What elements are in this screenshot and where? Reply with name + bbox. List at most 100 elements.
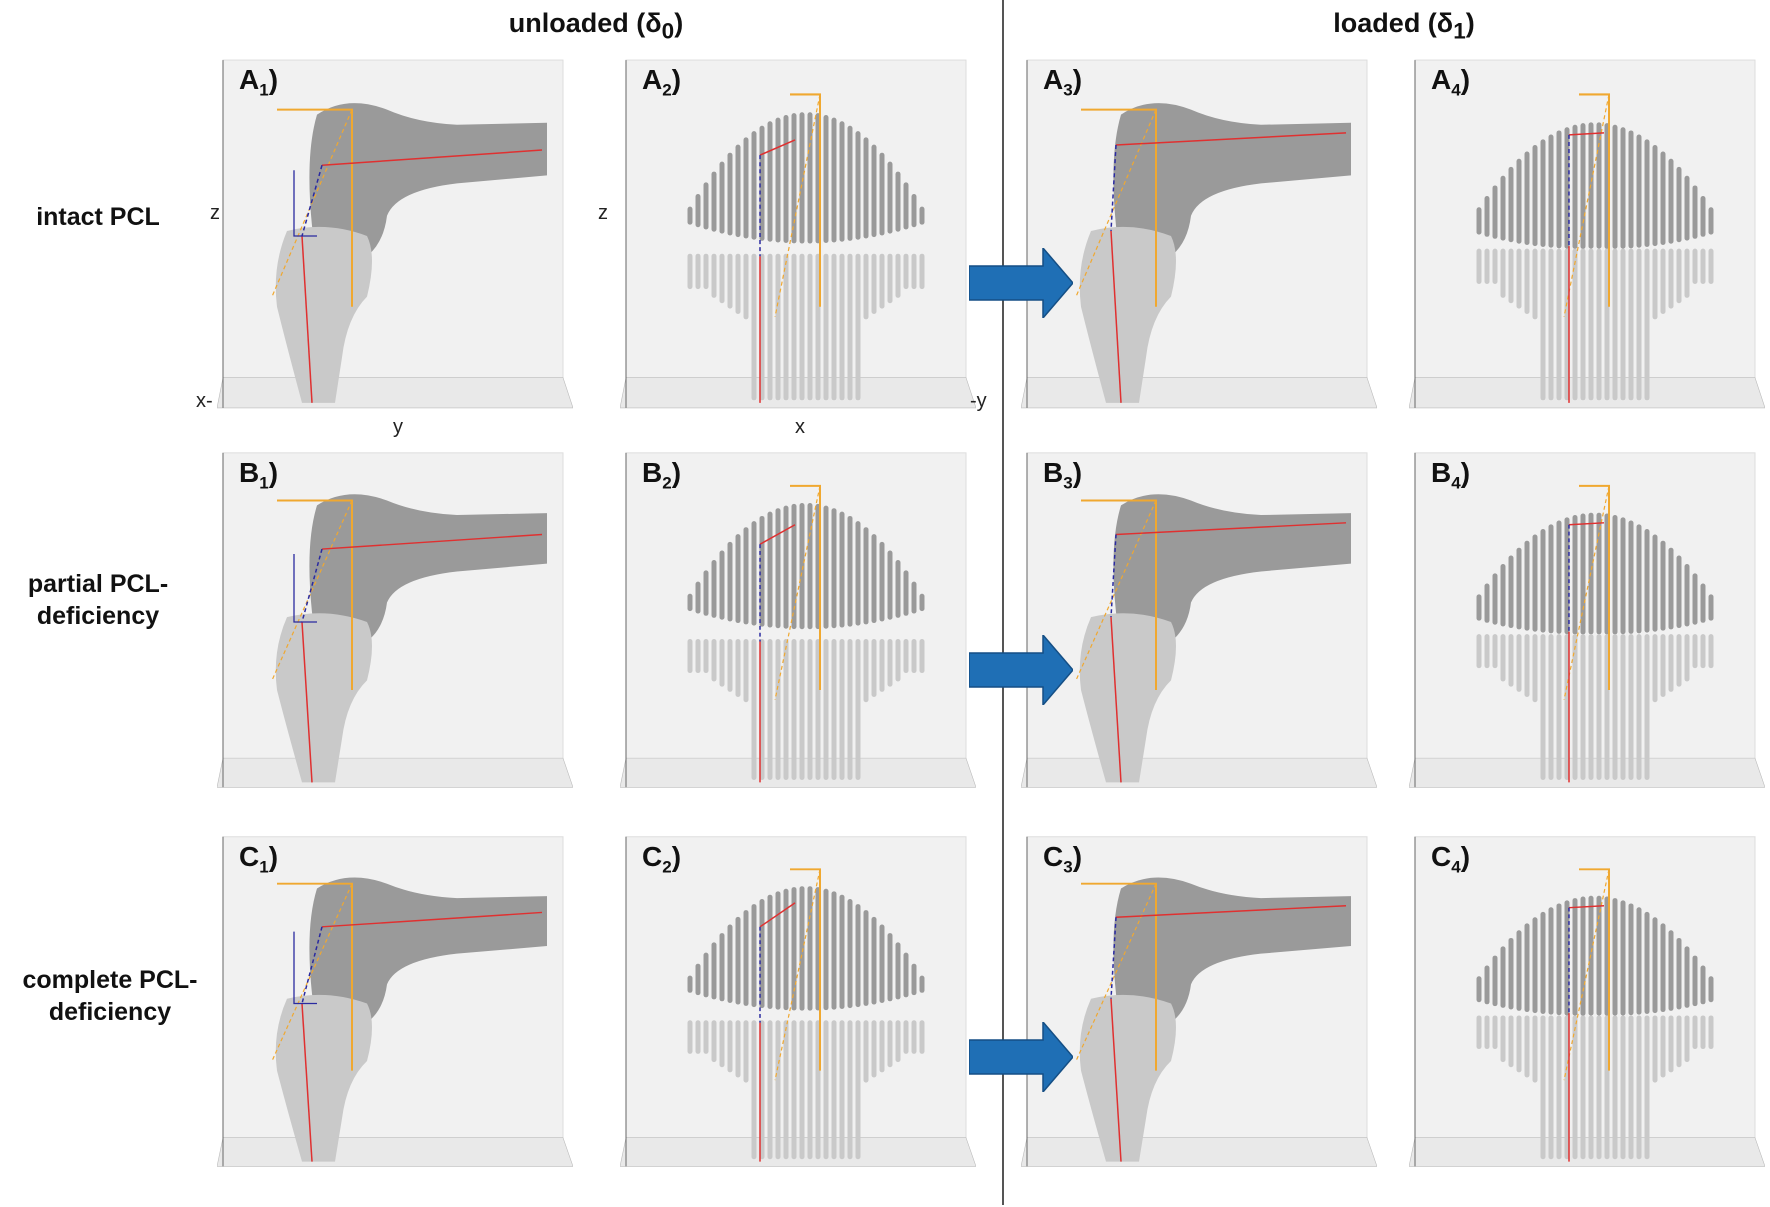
panel-c4: C4) xyxy=(1409,831,1765,1176)
axis-label-minus-y: -y xyxy=(970,390,987,412)
knee-model-plot xyxy=(620,836,976,1167)
panel-index: 3 xyxy=(1063,857,1073,877)
panel-letter: A xyxy=(642,64,663,95)
axis-label-z-side: z xyxy=(210,202,220,224)
panel-label: C4) xyxy=(1431,841,1471,877)
plot-background xyxy=(1026,452,1368,784)
panel-letter: C xyxy=(1043,841,1064,872)
arrow-icon xyxy=(969,635,1073,705)
tibia-axis-line xyxy=(1110,998,1122,1162)
plot-background xyxy=(222,59,564,405)
tibia-shape xyxy=(275,226,372,403)
axis-label-y: y xyxy=(393,416,403,438)
panel-label: C3) xyxy=(1043,841,1083,877)
reference-axis xyxy=(293,170,317,237)
panel-label: A2) xyxy=(642,64,682,100)
panel-index: 4 xyxy=(1451,857,1461,877)
orange-marker-line xyxy=(1579,484,1610,691)
panel-b2: B2) xyxy=(620,447,976,797)
panel-index: 2 xyxy=(662,473,672,493)
panel-label: B4) xyxy=(1431,457,1471,493)
femur-axis-line xyxy=(1115,522,1347,536)
knee-model-plot xyxy=(1409,452,1765,788)
plot-floor xyxy=(217,757,573,788)
knee-model-plot xyxy=(620,59,976,409)
reference-axis xyxy=(293,553,317,623)
panel-index: 2 xyxy=(662,857,672,877)
panel-label: A4) xyxy=(1431,64,1471,100)
plot-floor xyxy=(620,377,976,409)
knee-model-plot xyxy=(1409,59,1765,409)
panel-index: 2 xyxy=(662,80,672,100)
orange-dashed-line xyxy=(1563,485,1610,700)
femur-shape xyxy=(309,103,547,267)
plot-floor xyxy=(1021,377,1377,409)
panel-index: 4 xyxy=(1451,80,1461,100)
orange-dashed-line xyxy=(774,485,821,700)
ligament-line xyxy=(1110,144,1117,231)
femur-shape xyxy=(309,494,547,652)
knee-model-plot xyxy=(1021,452,1377,788)
femur-axis-line xyxy=(321,911,543,928)
row-label-partial: partial PCL-deficiency xyxy=(27,570,169,630)
panel-letter: A xyxy=(239,64,260,95)
plot-floor xyxy=(217,1137,573,1167)
knee-model-plot xyxy=(1021,836,1377,1167)
femur-axis-line xyxy=(1568,905,1605,909)
plot-floor xyxy=(1409,757,1765,788)
panel-label: C2) xyxy=(642,841,682,877)
femur-axis-line xyxy=(321,533,543,550)
femur-axis-line xyxy=(1115,132,1347,146)
panel-a1: A1) xyxy=(217,54,573,418)
knee-model-plot xyxy=(1409,836,1765,1167)
knee-model-plot xyxy=(620,452,976,788)
panel-a4: A4) xyxy=(1409,54,1765,418)
panel-label: B2) xyxy=(642,457,682,493)
plot-background xyxy=(1026,836,1368,1164)
divider-line xyxy=(1002,0,1004,1205)
orange-marker-line xyxy=(277,882,353,1071)
tibia-shape xyxy=(1079,994,1176,1162)
panel-a3: A3) xyxy=(1021,54,1377,418)
panel-letter: C xyxy=(239,841,260,872)
femur-shape xyxy=(1113,877,1351,1033)
panel-label: B3) xyxy=(1043,457,1083,493)
panel-b1: B1) xyxy=(217,447,573,797)
femur-axis-line xyxy=(1568,132,1605,136)
column-header-loaded: loaded (δ1) xyxy=(1333,8,1475,44)
panel-index: 3 xyxy=(1063,80,1073,100)
panel-letter: A xyxy=(1431,64,1452,95)
ligament-line xyxy=(1110,534,1117,618)
orange-marker-line xyxy=(1081,882,1157,1071)
orange-dashed-line xyxy=(1075,500,1157,681)
column-header-unloaded: unloaded (δ0) xyxy=(508,8,684,44)
ligament-line xyxy=(301,548,323,623)
tibia-shape xyxy=(275,994,372,1162)
ligament-line xyxy=(1110,917,1117,999)
panel-letter: B xyxy=(642,457,663,488)
knee-model-plot xyxy=(217,452,573,788)
panel-letter: A xyxy=(1043,64,1064,95)
panel-label: C1) xyxy=(239,841,279,877)
panel-c3: C3) xyxy=(1021,831,1377,1176)
plot-background xyxy=(1026,59,1368,405)
orange-dashed-line xyxy=(1563,869,1610,1081)
tibia-shape xyxy=(1079,613,1176,783)
ligament-line xyxy=(301,165,323,237)
plot-floor xyxy=(1021,1137,1377,1167)
row-label-complete: complete PCL-deficiency xyxy=(22,966,198,1026)
knee-model-plot xyxy=(1021,59,1377,409)
panel-index: 1 xyxy=(259,473,269,493)
axis-label-x-minus: x- xyxy=(196,390,213,412)
panel-index: 3 xyxy=(1063,473,1073,493)
orange-marker-line xyxy=(790,868,821,1071)
femur-shape xyxy=(1113,494,1351,652)
plot-floor xyxy=(1409,377,1765,409)
panel-label: A3) xyxy=(1043,64,1083,100)
femur-axis-line xyxy=(759,902,796,928)
femur-axis-line xyxy=(1115,905,1347,918)
tibia-axis-line xyxy=(1110,230,1122,403)
panel-b4: B4) xyxy=(1409,447,1765,797)
femur-axis-line xyxy=(759,139,796,156)
